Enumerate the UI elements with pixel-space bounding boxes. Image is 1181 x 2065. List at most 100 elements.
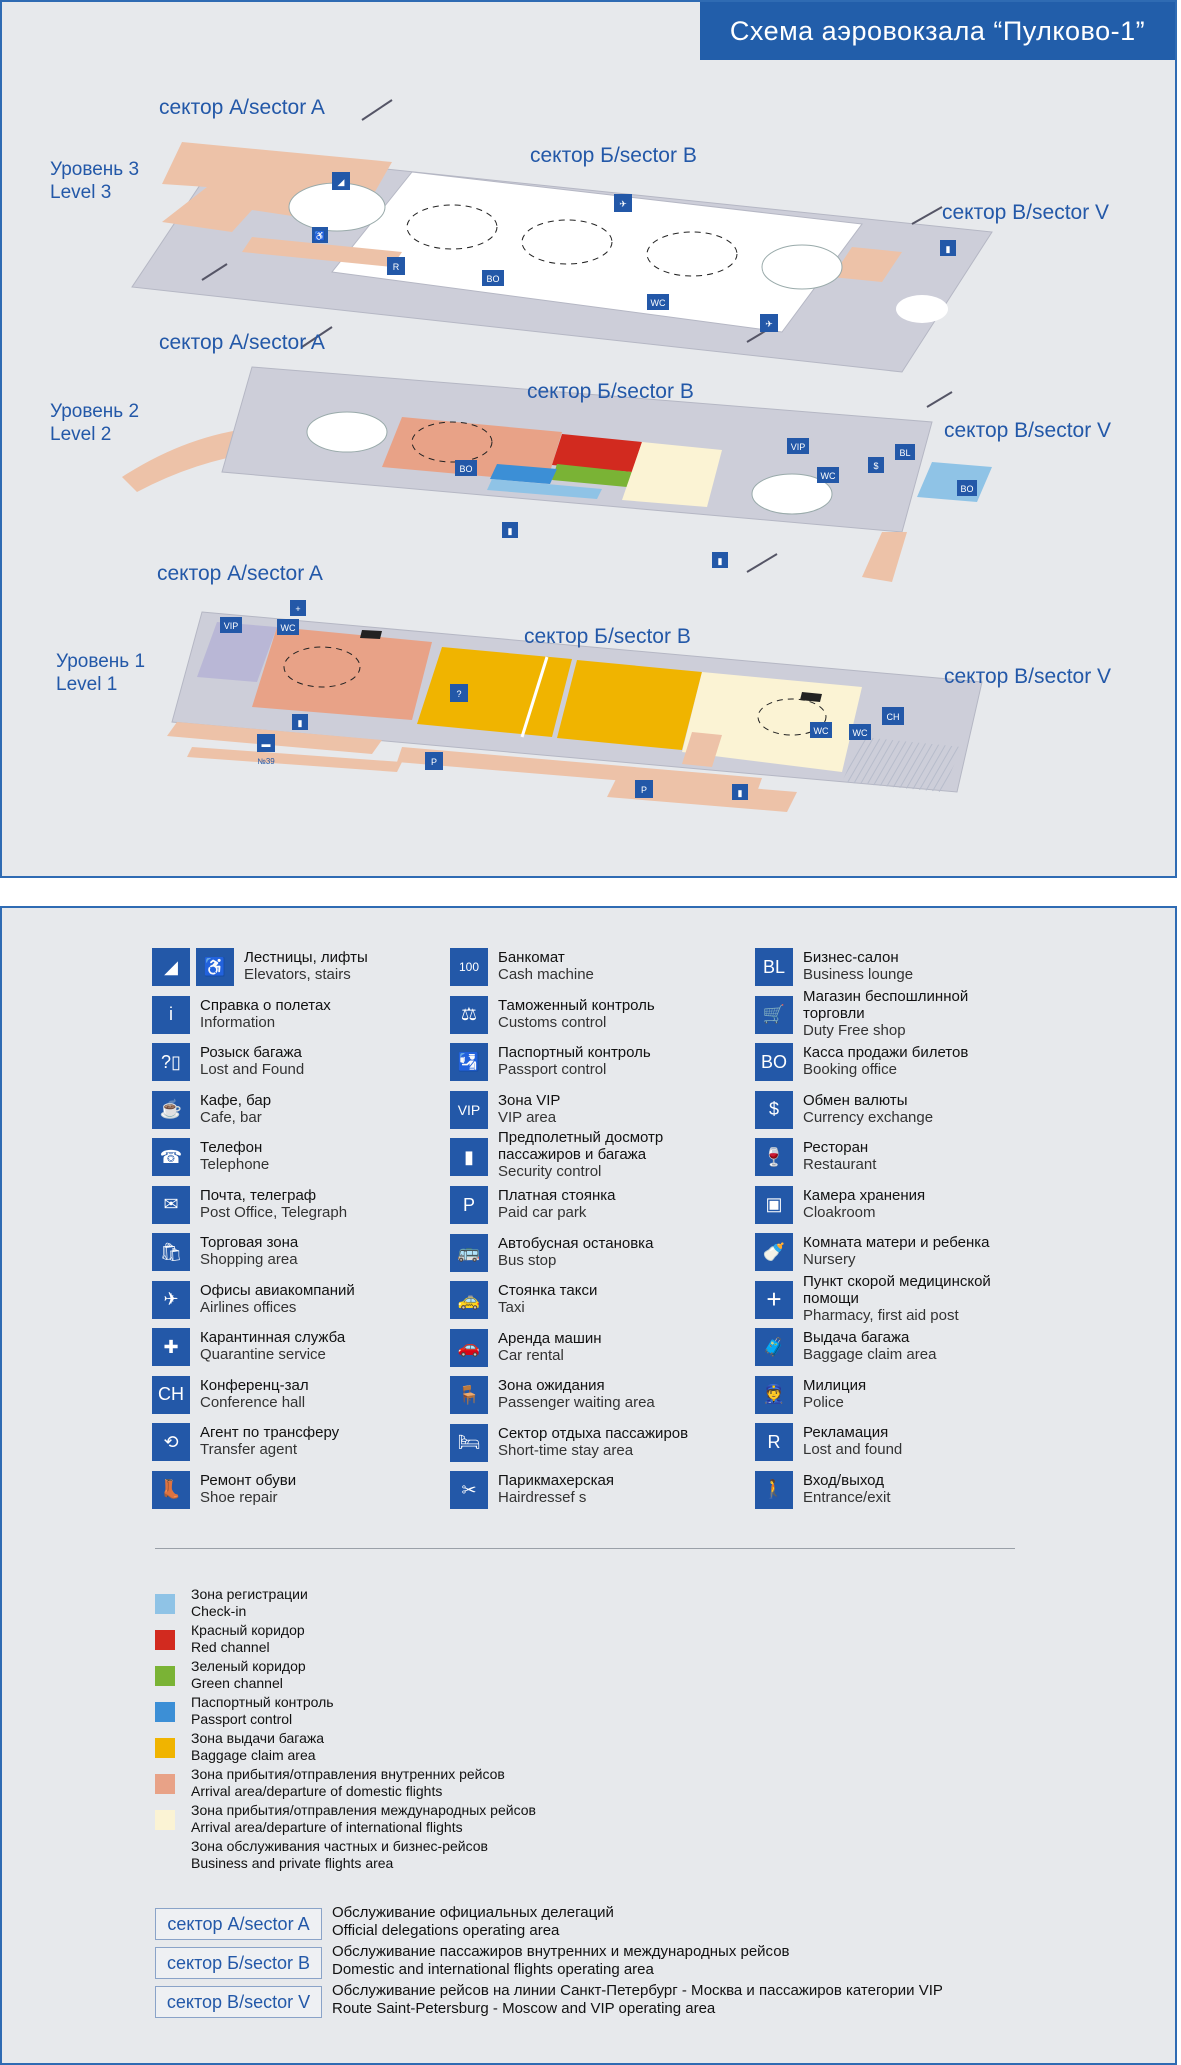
cash-machine-icon: 100 <box>450 948 488 986</box>
level-3-label: Уровень 3 Level 3 <box>50 158 139 204</box>
sector-en: Official delegations operating area <box>332 1922 560 1939</box>
restaurant-icon: 🍷 <box>755 1138 793 1176</box>
map-service-icons: ◢ ♿ ✈ R BO WC ✈ ▮ VIP BL $ WC BO BO VIP … <box>220 172 977 800</box>
legend-en: Booking office <box>803 1061 897 1078</box>
post-office-icon: ✉ <box>152 1185 190 1224</box>
svg-text:BO: BO <box>960 484 973 494</box>
legend-ru: Торговая зона <box>200 1234 299 1251</box>
legend-en: Security control <box>498 1163 602 1180</box>
legend-en: Paid car park <box>498 1204 587 1221</box>
legend-en: Airlines offices <box>200 1298 297 1316</box>
sector-b-label-l2: сектор Б/sector B <box>527 380 694 403</box>
zone-en: Baggage claim area <box>191 1747 316 1763</box>
zone-swatch <box>155 1630 175 1650</box>
map-vip-icon-l2: VIP <box>787 438 809 454</box>
legend-en: Bus stop <box>498 1251 557 1269</box>
legend-en: Short-time stay area <box>498 1441 634 1459</box>
terminal-map-panel: Схема аэровокзала “Пулково-1” <box>0 0 1177 878</box>
map-parking-icon-l1-a: P <box>425 752 443 770</box>
legend-item: ▮ Предполетный досмотр пассажиров и бага… <box>450 1129 740 1186</box>
legend-en: Customs control <box>498 1013 607 1031</box>
svg-text:P: P <box>641 785 647 795</box>
sector-ru: Обслуживание рейсов на линии Санкт-Петер… <box>332 1982 943 1999</box>
entrance-exit-icon: 🚶 <box>755 1470 793 1509</box>
telephone-icon: ☎ <box>152 1138 190 1176</box>
legend-en: Transfer agent <box>200 1441 297 1458</box>
map-airline-icon-l3: ✈ <box>614 194 632 212</box>
legend-en: Shoe repair <box>200 1488 278 1506</box>
legend-ru: Конференц-зал <box>200 1376 309 1394</box>
zone-swatch <box>155 1594 175 1614</box>
zone-en: Green channel <box>191 1675 283 1691</box>
short-stay-icon: 🛏 <box>450 1423 488 1462</box>
map-bus-number-label: №39 <box>257 757 275 766</box>
business-lounge-icon: BL <box>755 948 793 986</box>
zone-ru: Зона обслуживания частных и бизнес-рейсо… <box>191 1838 488 1854</box>
map-elevator-icon-l3: ♿ <box>312 227 328 243</box>
legend-en: VIP area <box>498 1108 557 1126</box>
svg-text:WC: WC <box>281 623 296 633</box>
svg-text:P: P <box>431 757 437 767</box>
map-exit-icon-l1: ▮ <box>292 714 308 730</box>
legend-en: Business lounge <box>803 966 914 983</box>
passport-control-icon: 🛂 <box>450 1043 488 1081</box>
sector-v-desc: Обслуживание рейсов на линии Санкт-Петер… <box>332 1982 943 2018</box>
cafe-icon: ☕ <box>152 1090 190 1129</box>
legend-en: Lost and found <box>803 1441 903 1458</box>
shopping-icon: 🛍 <box>152 1233 190 1271</box>
legend-ru: Предполетный досмотр пассажиров и багажа <box>498 1129 664 1163</box>
lost-found-r-icon: R <box>755 1423 793 1461</box>
map-exit-icon-l2-b: ▮ <box>712 552 728 568</box>
legend-ru: Зона ожидания <box>498 1377 605 1394</box>
sector-a-box: сектор А/sector A <box>155 1908 322 1940</box>
baggage-claim-icon: 🧳 <box>755 1328 793 1366</box>
map-stairs-icon-l3-a: ◢ <box>332 172 350 190</box>
legend-ru: Обмен валюты <box>803 1091 908 1109</box>
level-2-en: Level 2 <box>50 424 112 445</box>
level-1-floor <box>167 611 983 812</box>
taxi-icon: 🚕 <box>450 1281 488 1319</box>
zone-ru: Зона выдачи багажа <box>191 1730 325 1746</box>
sector-a-label-l2: сектор А/sector A <box>159 331 325 354</box>
zone-item-business: Зона обслуживания частных и бизнес-рейсо… <box>155 1838 488 1872</box>
map-exit-icon-l1-b: ▮ <box>732 784 748 800</box>
airline-office-icon: ✈ <box>152 1280 190 1319</box>
svg-text:▮: ▮ <box>298 718 303 728</box>
legend-en: Cafe, bar <box>200 1108 262 1126</box>
legend-ru: Милиция <box>803 1376 867 1394</box>
map-bl-icon-l2: BL <box>895 444 915 460</box>
hairdresser-icon: ✂ <box>450 1471 488 1509</box>
legend-ru: Автобусная остановка <box>498 1234 654 1252</box>
map-currency-icon-l2: $ <box>868 457 884 473</box>
map-restaurant-icon-l3: ▮ <box>940 240 956 256</box>
svg-text:№39: №39 <box>257 757 275 766</box>
map-parking-icon-l1-b: P <box>635 780 653 798</box>
map-title: Схема аэровокзала “Пулково-1” <box>700 2 1175 60</box>
zone-swatch <box>155 1810 175 1830</box>
legend-ru: Пункт скорой медицинской помощи <box>803 1272 991 1307</box>
legend-ru: Зона VIP <box>498 1091 561 1109</box>
legend-ru: Магазин беспошлинной торговли <box>803 987 969 1022</box>
zone-swatch <box>155 1666 175 1686</box>
legend-ru: Паспортный контроль <box>498 1044 651 1061</box>
police-icon: 👮 <box>755 1375 793 1414</box>
sector-b-box: сектор Б/sector B <box>155 1947 322 1979</box>
legend-en: Information <box>200 1013 276 1031</box>
legend-ru: Бизнес-салон <box>803 949 899 966</box>
legend-en: Shopping area <box>200 1251 298 1268</box>
legend-ru: Розыск багажа <box>200 1044 302 1061</box>
map-wc-icon-l1-b: WC <box>810 722 832 738</box>
level-1-label: Уровень 1 Level 1 <box>56 650 145 696</box>
svg-text:WC: WC <box>821 471 836 481</box>
